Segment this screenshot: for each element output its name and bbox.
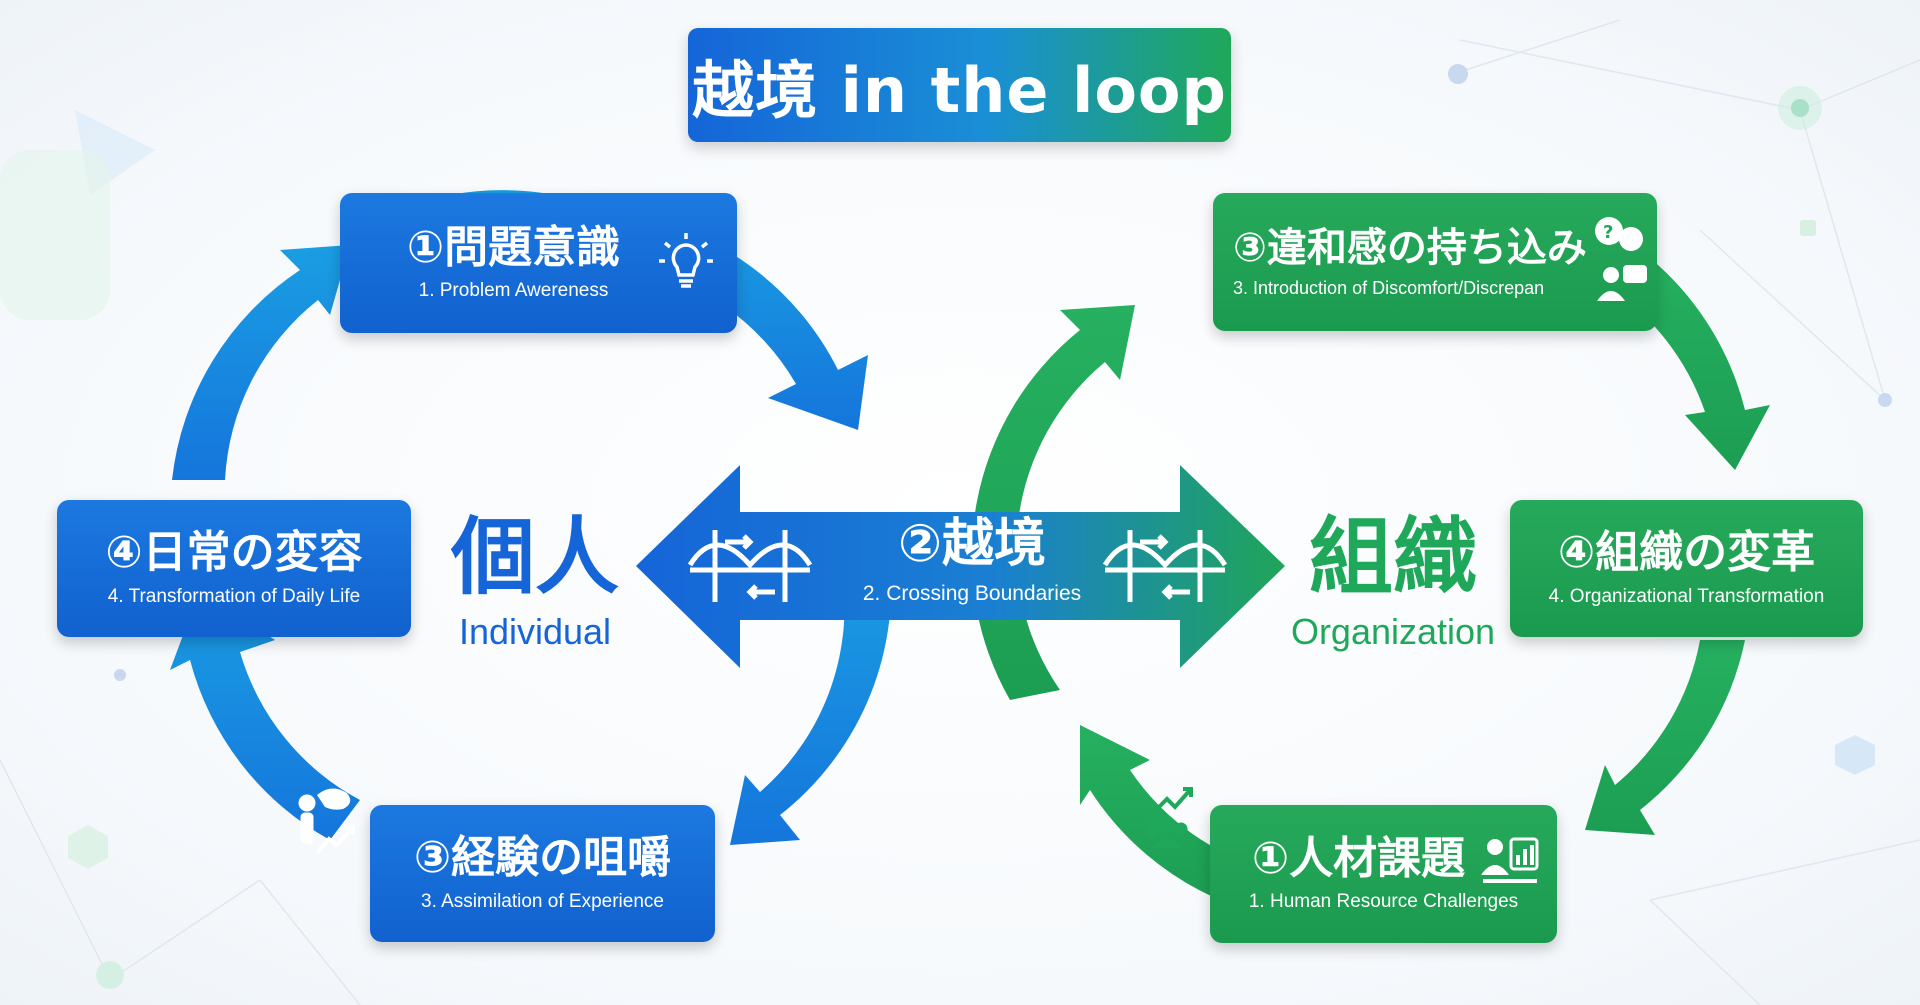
step-title: ①問題意識 [406,221,621,273]
step-title: ①人材課題 [1251,832,1466,884]
arrow-top-right-green [1620,250,1770,470]
arrow-right-down [1585,640,1745,835]
individual-label-en: Individual [458,611,612,652]
step-human-resource-challenges: ①人材課題 1. Human Resource Challenges [1210,805,1557,943]
step-crossing-boundaries: ②越境 2. Crossing Boundaries [822,518,1122,606]
team-growth-icon [1146,787,1193,848]
organization-label-en: Organization [1290,611,1496,652]
bridge-title: ②越境 [897,514,1047,574]
step-title: ③違和感の持ち込み [1233,224,1587,271]
bg-dot [1878,393,1892,407]
bridge-exchange-icon [1102,530,1228,602]
people-chart-icon [1481,837,1539,883]
bridge-double-arrow [636,465,1285,668]
step-organizational-transformation: ④組織の変革 4. Organizational Transformation [1510,500,1863,637]
organization-label: 組織 Organization [1278,515,1508,653]
arrow-bottom-right [730,560,892,845]
bg-shape [1835,735,1875,775]
arrow-bottom-left [170,590,360,840]
arrow-top-left [172,245,350,480]
step-daily-life-transformation: ④日常の変容 4. Transformation of Daily Life [57,500,411,637]
step-introduction-discomfort: ③違和感の持ち込み 3. Introduction of Discomfort/… [1213,193,1657,331]
bg-dot [96,961,124,989]
bg-shape [68,825,108,869]
individual-label: 個人 Individual [428,515,642,653]
step-title: ③経験の咀嚼 [413,832,672,884]
step-subtitle: 1. Human Resource Challenges [1248,891,1519,913]
question-chat-icon: ? [1595,217,1647,301]
organization-label-jp: 組織 [1308,508,1477,606]
step-subtitle: 1. Problem Awereness [418,280,609,302]
step-subtitle: 3. Assimilation of Experience [421,890,664,912]
step-title: ④組織の変革 [1557,527,1816,579]
bg-shape [1800,220,1816,236]
bridge-subtitle: 2. Crossing Boundaries [862,582,1082,605]
step-title: ④日常の変容 [105,527,363,579]
lightbulb-icon [659,233,713,288]
step-subtitle: 4. Organizational Transformation [1548,585,1825,607]
arrow-bottom-left-green [1080,725,1240,900]
step-subtitle: 4. Transformation of Daily Life [107,585,361,607]
bridge-exchange-icon [687,530,813,602]
diagram-title: 越境 in the loop [688,28,1231,142]
arrow-left-up [971,305,1135,700]
step-problem-awareness: ①問題意識 1. Problem Awereness [340,193,737,333]
bg-shape [0,150,110,320]
bg-dot [114,669,126,681]
individual-label-jp: 個人 [450,508,619,606]
step-subtitle: 3. Introduction of Discomfort/Discrepan [1233,277,1545,298]
svg-text:?: ? [1603,222,1613,243]
bg-dot [1791,99,1809,117]
step-experience-assimilation: ③経験の咀嚼 3. Assimilation of Experience [370,805,715,942]
reflection-growth-icon [298,788,355,855]
bg-dot [1448,64,1468,84]
